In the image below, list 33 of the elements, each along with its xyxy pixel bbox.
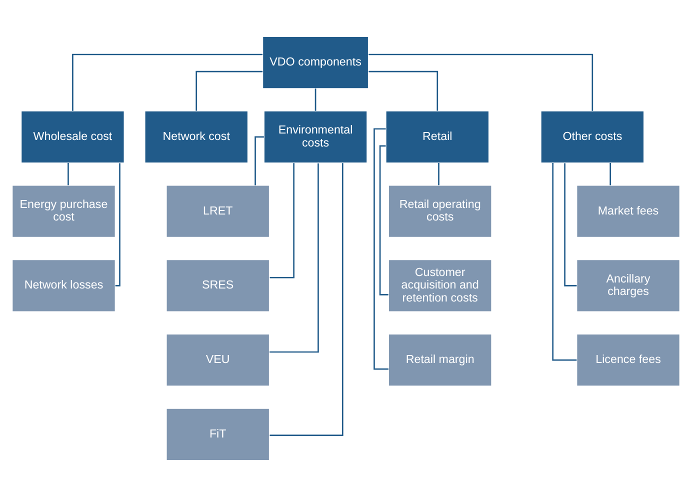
node-box: SRES [166,258,270,312]
connector [115,162,120,286]
connector [610,162,611,185]
node-box: Ancillary charges [576,258,680,312]
node-box: FiT [166,408,270,460]
connector [552,162,577,360]
connector [196,70,263,110]
node-box: Retail operating costs [388,184,492,238]
node-box: Customer acquisition and retention costs [388,258,492,312]
connector [72,53,263,110]
connector [368,70,438,110]
node-box: Wholesale cost [20,110,125,163]
connector [254,136,264,185]
connector [368,53,594,110]
node-box: VEU [166,333,270,386]
node-box: Retail [385,110,490,163]
node-box: VDO components [262,36,369,88]
connector [270,162,344,436]
node-box: Network cost [144,110,248,163]
node-box: Licence fees [576,333,680,386]
node-box: Energy purchase cost [12,184,116,238]
node-box: Retail margin [388,333,492,386]
node-box: Network losses [12,258,116,312]
connector [270,162,294,278]
node-box: Market fees [576,184,680,238]
connector [270,162,319,352]
connector [68,162,69,185]
connector [438,162,440,185]
connector [379,144,388,295]
node-box: Other costs [540,110,644,163]
node-box: LRET [166,184,270,238]
node-box: Environmental costs [264,110,368,163]
connector [314,88,316,110]
